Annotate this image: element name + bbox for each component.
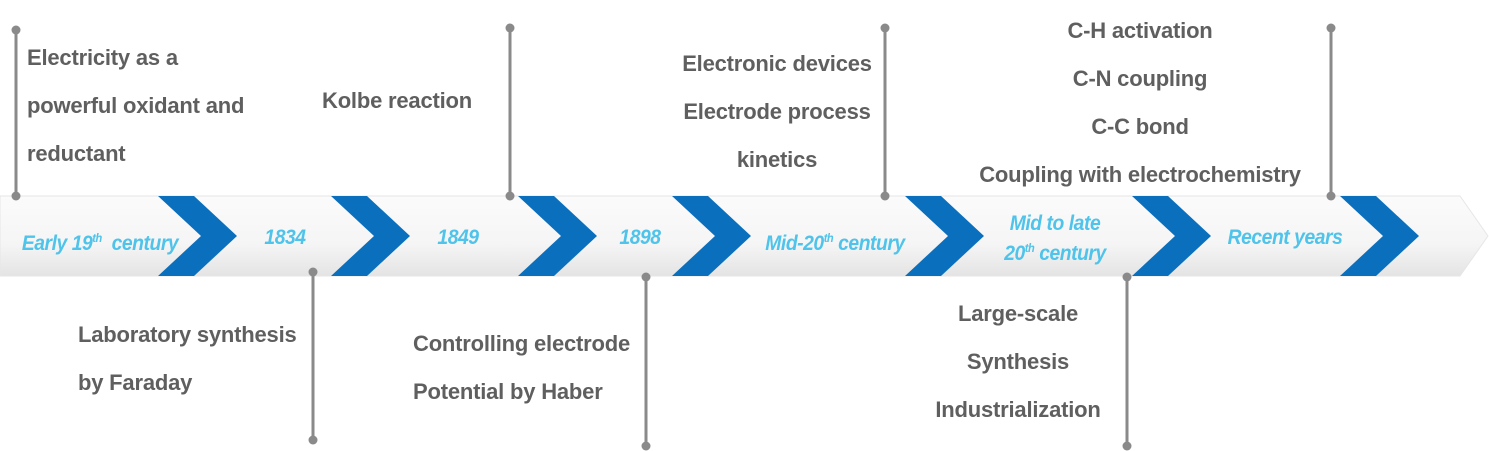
chevron-arrow-icon (518, 196, 597, 276)
connector-dot (880, 191, 890, 201)
connector-dot (641, 441, 651, 451)
chevron-arrow-icon (1340, 196, 1419, 276)
connector-line (308, 267, 318, 445)
connector-dot (505, 23, 515, 33)
chevron-arrow-icon (905, 196, 984, 276)
connector-line (11, 25, 21, 201)
connector-dot (880, 23, 890, 33)
connector-line (1326, 23, 1336, 201)
connector-line (1122, 272, 1132, 451)
event-1849: Kolbe reaction (322, 88, 473, 113)
connector-line (880, 23, 890, 201)
connector-line (641, 272, 651, 451)
connector-dot (1122, 441, 1132, 451)
connector-dot (1326, 191, 1336, 201)
period-mid-20th: Mid-20th century (765, 231, 905, 255)
connector-dot (11, 191, 21, 201)
period-1834: 1834 (264, 226, 306, 249)
connector-dot (641, 272, 651, 282)
chevron-arrow-icon (672, 196, 751, 276)
connector-dot (308, 267, 318, 277)
chevron-arrow-icon (1132, 196, 1211, 276)
period-1849: 1849 (437, 226, 479, 249)
period-line1: Mid to late (1009, 212, 1101, 235)
period-1898: 1898 (619, 226, 661, 249)
chevron-arrow-icon (158, 196, 237, 276)
connector-line (505, 23, 515, 201)
connector-dot (11, 25, 21, 35)
connector-dot (1122, 272, 1132, 282)
connector-dot (505, 191, 515, 201)
period-recent-years: Recent years (1227, 226, 1343, 249)
connector-dot (308, 435, 318, 445)
chevron-arrow-icon (331, 196, 410, 276)
connector-dot (1326, 23, 1336, 33)
period-early-19th: Early 19th century (21, 231, 179, 255)
